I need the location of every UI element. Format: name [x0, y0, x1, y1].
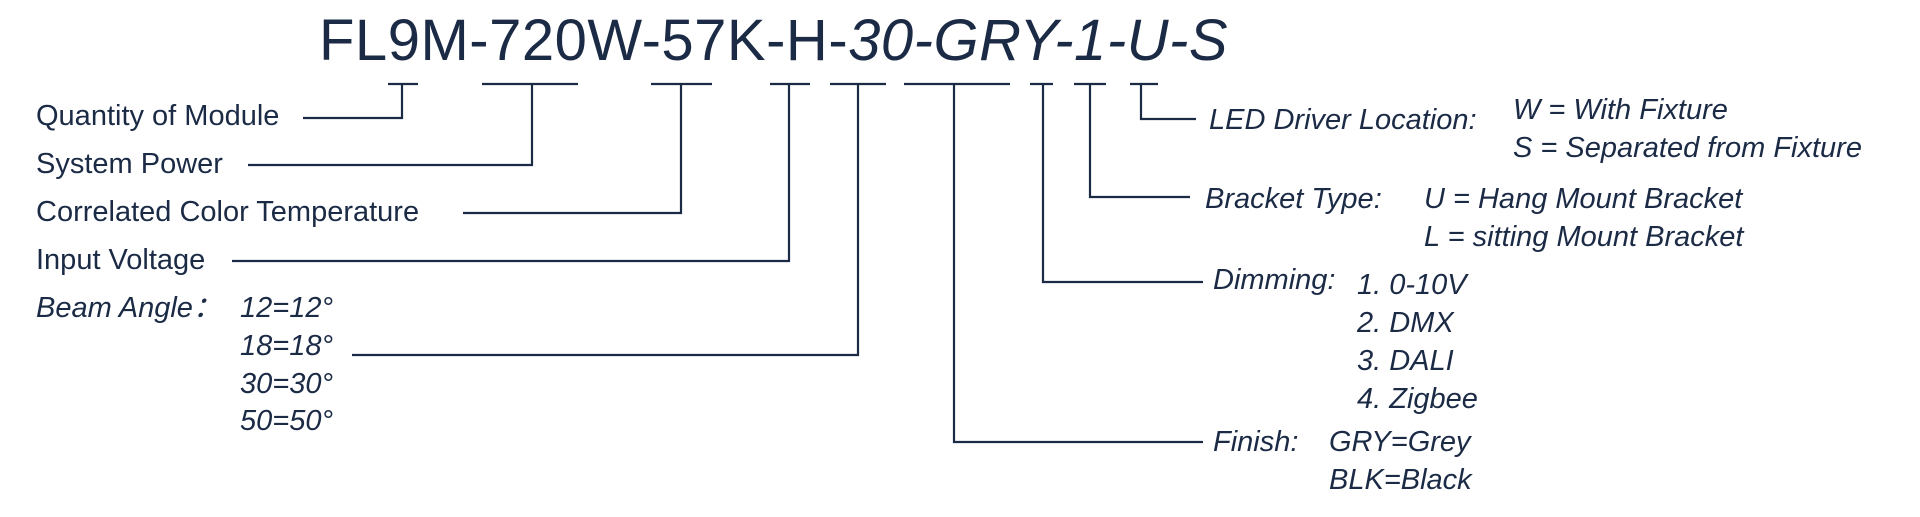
dimming-option: 2. DMX: [1357, 307, 1454, 339]
leader-quantity: [303, 84, 404, 120]
model-bracket: U: [1126, 8, 1170, 73]
model-separator: -: [913, 8, 934, 73]
model-dimming: 1: [1074, 8, 1107, 73]
finish-option: GRY=Grey: [1329, 426, 1471, 458]
model-separator: -: [1169, 8, 1189, 73]
model-driver: S: [1188, 8, 1229, 73]
model-separator: -: [641, 8, 662, 73]
driver-option: W = With Fixture: [1513, 94, 1728, 126]
label-led-driver-location: LED Driver Location:: [1209, 104, 1477, 136]
leader-voltage: [232, 84, 791, 263]
model-separator: -: [766, 8, 786, 73]
leader-finish: [952, 84, 1203, 444]
beam-option: 12=12°: [240, 292, 334, 324]
label-bracket-type: Bracket Type:: [1205, 183, 1382, 215]
leader-dimming: [1041, 84, 1203, 284]
model-finish: GRY: [933, 8, 1055, 73]
model-separator: -: [1054, 8, 1075, 73]
bracket-option: L = sitting Mount Bracket: [1424, 221, 1744, 253]
model-voltage: H: [785, 8, 829, 73]
beam-option: 30=30°: [240, 368, 334, 400]
label-dimming: Dimming:: [1213, 264, 1336, 296]
label-quantity-of-module: Quantity of Module: [36, 100, 280, 132]
label-input-voltage: Input Voltage: [36, 244, 206, 276]
dimming-option: 4. Zigbee: [1357, 383, 1478, 415]
leader-driver: [1139, 84, 1196, 121]
label-system-power: System Power: [36, 148, 223, 180]
dimming-option: 3. DALI: [1357, 345, 1454, 377]
model-quantity: 9M: [387, 8, 470, 73]
leader-beam: [352, 84, 860, 357]
model-code: FL9M-720W-57K-H-30-GRY-1-U-S: [319, 12, 1228, 70]
leader-bracket: [1088, 84, 1190, 199]
dimming-option: 1. 0-10V: [1357, 269, 1467, 301]
leader-cct: [463, 84, 683, 215]
model-series: FL: [319, 8, 388, 73]
label-beam-angle: Beam Angle：: [36, 292, 222, 324]
model-power: 720W: [489, 8, 642, 73]
beam-option: 18=18°: [240, 330, 334, 362]
driver-option: S = Separated from Fixture: [1513, 132, 1862, 164]
label-finish: Finish:: [1213, 426, 1299, 458]
bracket-option: U = Hang Mount Bracket: [1424, 183, 1743, 215]
beam-option: 50=50°: [240, 405, 334, 437]
leader-power: [248, 84, 534, 167]
label-correlated-color-temperature: Correlated Color Temperature: [36, 196, 420, 228]
model-cct: 57K: [661, 8, 767, 73]
model-separator: -: [469, 8, 490, 73]
model-separator: -: [828, 8, 849, 73]
finish-option: BLK=Black: [1329, 464, 1472, 496]
model-separator: -: [1106, 8, 1127, 73]
model-beam: 30: [848, 8, 914, 73]
